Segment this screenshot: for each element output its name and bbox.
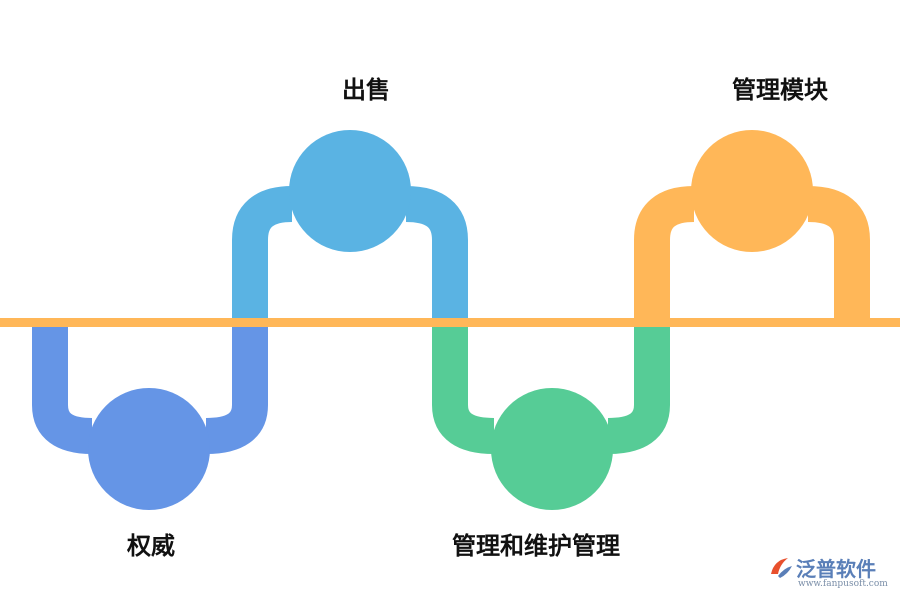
node-circle-chushou xyxy=(289,130,411,252)
label-guanli-weihu: 管理和维护管理 xyxy=(452,532,620,560)
label-quanwei: 权威 xyxy=(127,532,175,560)
brand-watermark: 泛普软件 www.fanpusoft.com xyxy=(768,552,892,592)
baseline-line xyxy=(0,318,900,327)
brand-url: www.fanpusoft.com xyxy=(798,579,888,589)
node-circle-guanli-mokuai xyxy=(691,130,813,252)
node-circle-quanwei xyxy=(88,388,210,510)
label-chushou: 出售 xyxy=(342,76,390,104)
node-circle-guanli-weihu xyxy=(491,388,613,510)
label-guanli-mokuai: 管理模块 xyxy=(732,76,828,104)
connector-guanli-weihu xyxy=(432,322,670,454)
connector-quanwei xyxy=(32,322,268,454)
connector-guanli-mokuai xyxy=(634,186,870,322)
connector-chushou xyxy=(232,186,468,322)
brand-logo-icon xyxy=(771,558,792,578)
brand-name: 泛普软件 xyxy=(796,557,876,581)
